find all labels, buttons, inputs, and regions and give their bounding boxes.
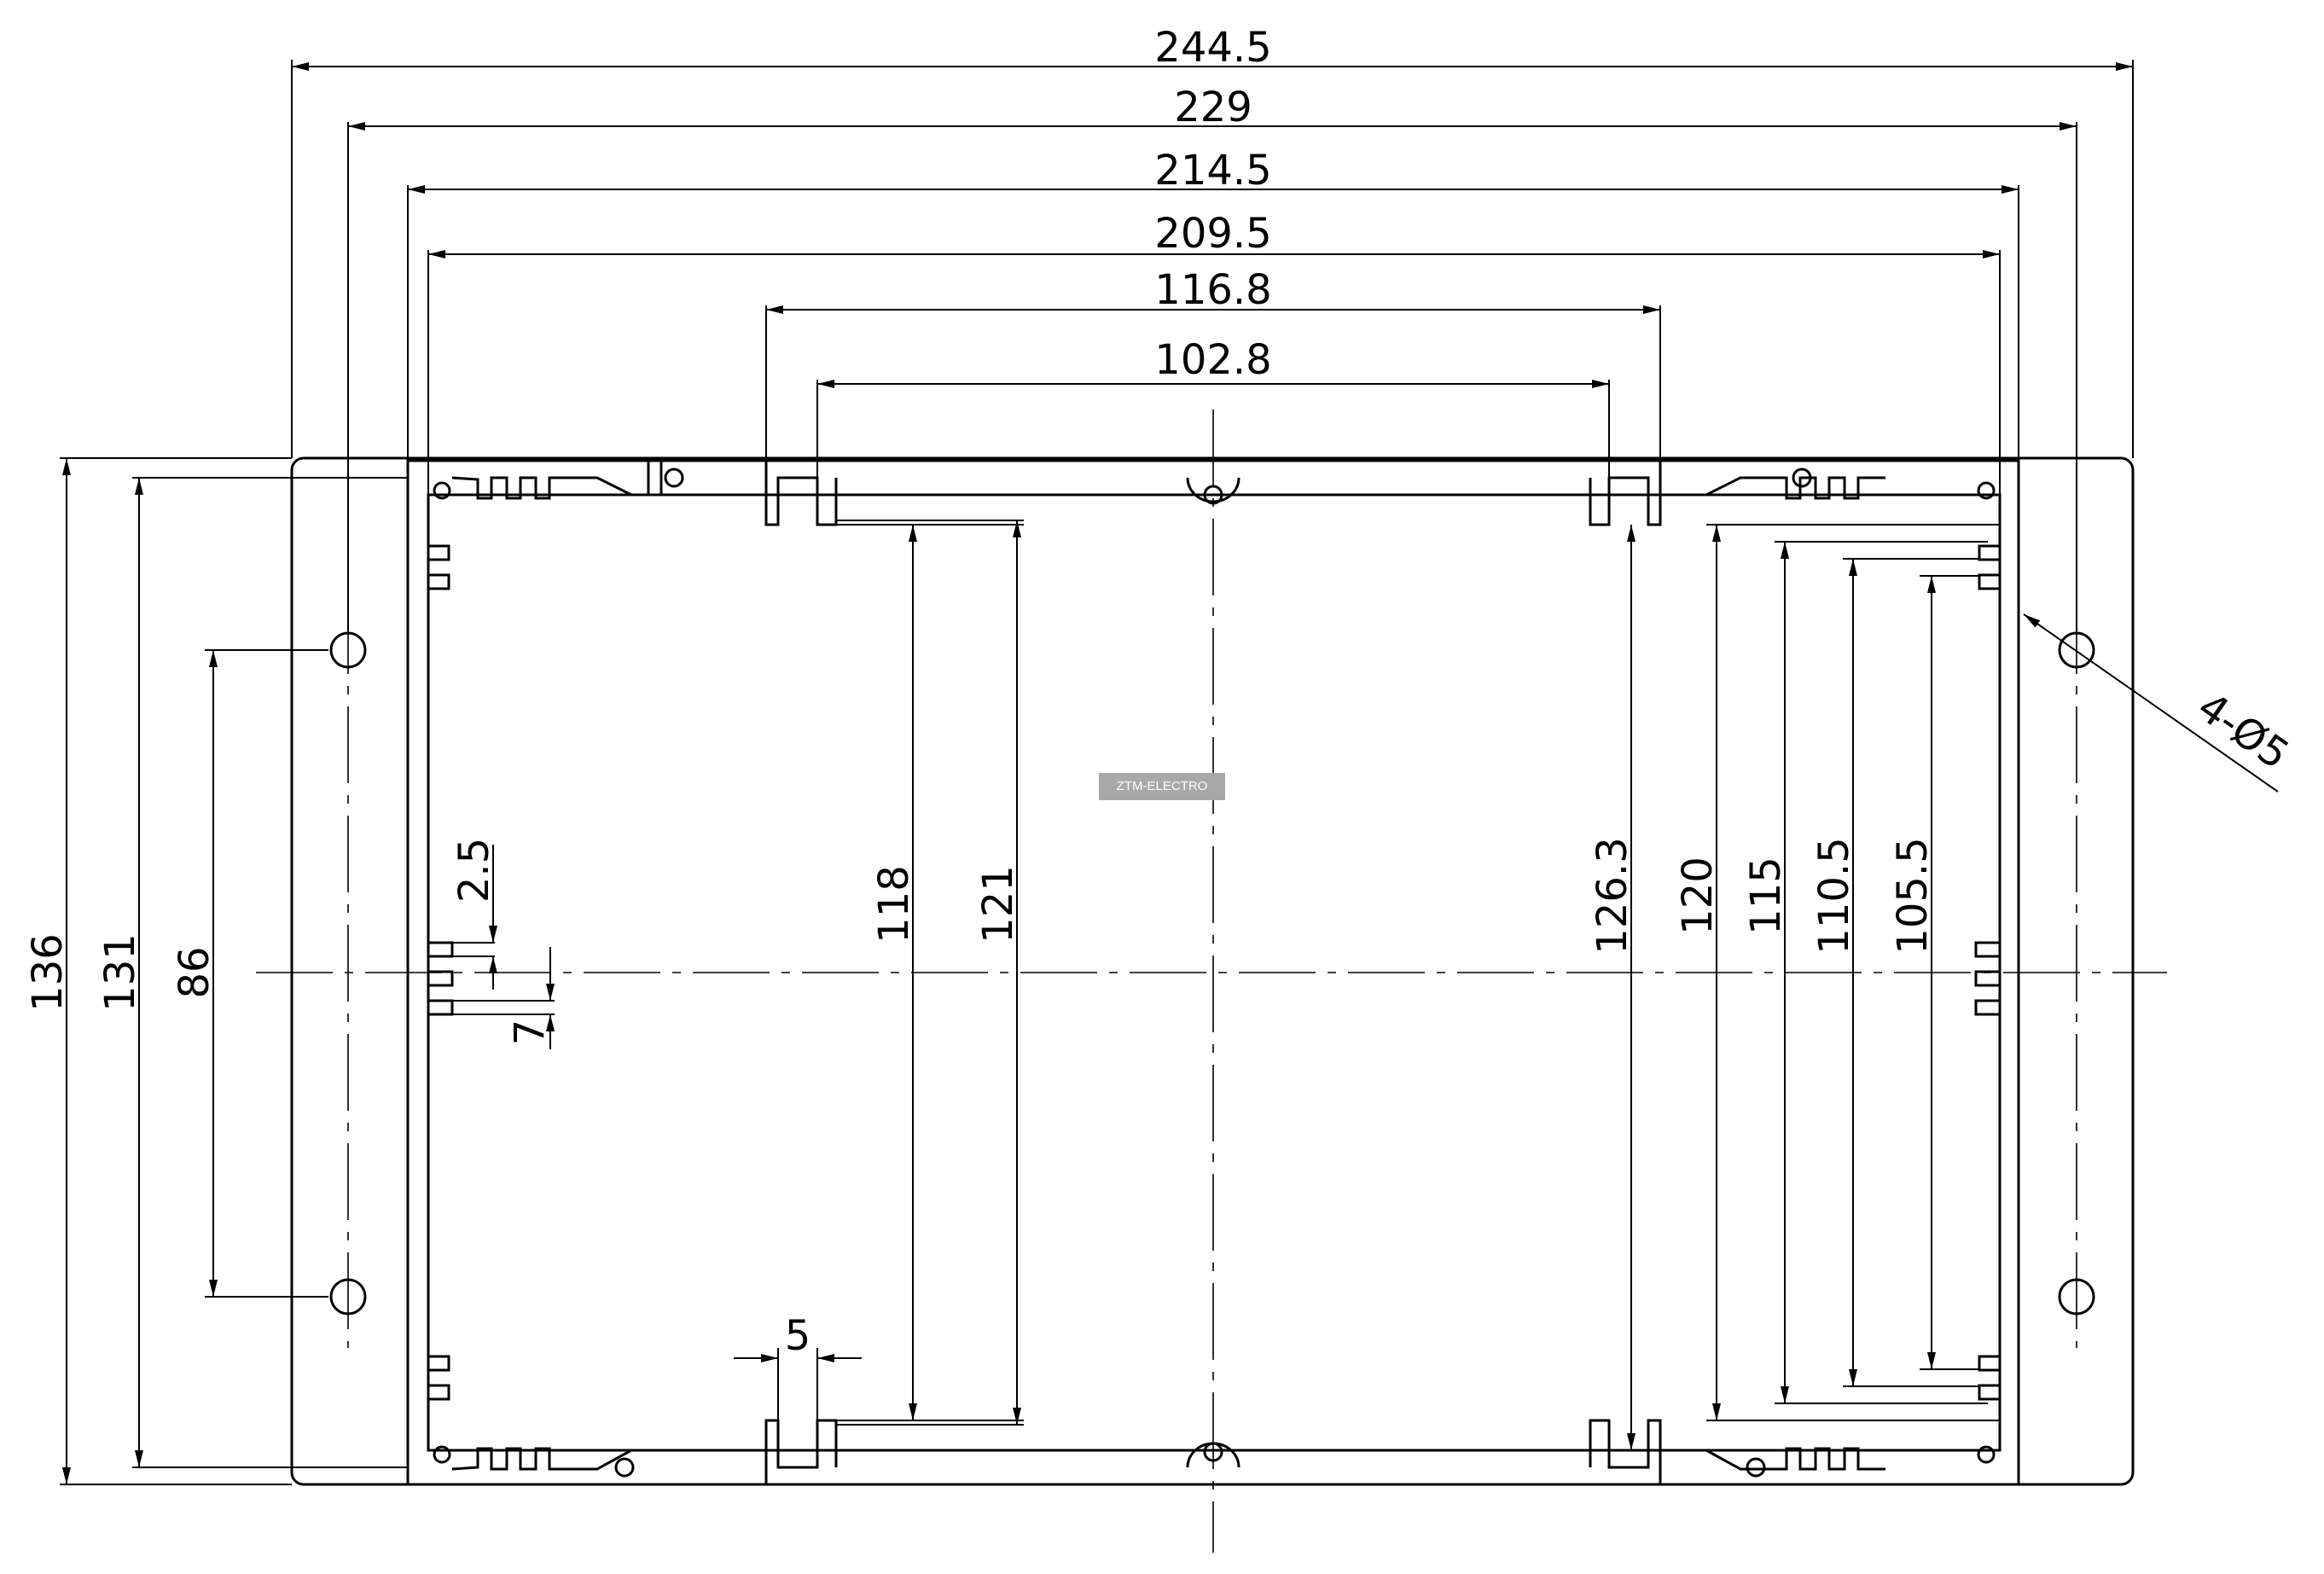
fins-top — [451, 476, 1885, 500]
dim-height-86: 86 — [171, 946, 218, 998]
dim-height-118: 118 — [870, 865, 918, 944]
horizontal-dimensions: 244.5 229 214.5 209.5 116.8 102.8 — [291, 24, 2134, 631]
inner-vertical-dimensions: 118 121 126.3 120 115 110.5 105.5 — [836, 520, 2000, 1450]
board-slots — [764, 461, 1662, 1484]
dim-height-120: 120 — [1674, 857, 1722, 935]
fins-bottom — [451, 1447, 1885, 1471]
dim-height-131: 131 — [96, 933, 144, 1012]
dim-height-115: 115 — [1742, 857, 1790, 935]
dim-height-121: 121 — [974, 865, 1022, 944]
dim-width-209-5: 209.5 — [1154, 210, 1271, 258]
mounting-holes — [329, 631, 2095, 1316]
dim-width-229: 229 — [1174, 84, 1252, 131]
dim-groove-depth: 2.5 — [450, 838, 498, 903]
left-vertical-dimensions: 136 131 86 — [24, 457, 408, 1485]
small-dimensions: 2.5 7 5 — [450, 838, 862, 1420]
dim-height-105-5: 105.5 — [1889, 837, 1937, 954]
dim-height-136: 136 — [24, 933, 72, 1012]
dim-width-244-5: 244.5 — [1154, 24, 1271, 72]
flange-plate-outline — [290, 456, 2135, 1486]
screw-bosses — [433, 461, 1996, 1478]
fins-right — [1974, 544, 2000, 1401]
hole-callout: 4-Ø5 — [2023, 613, 2298, 793]
watermark-label: ZTM-ELECTRO — [1099, 773, 1225, 800]
dim-groove-pitch: 7 — [506, 1019, 554, 1046]
dim-width-116-8: 116.8 — [1154, 266, 1271, 314]
hole-callout-label: 4-Ø5 — [2189, 683, 2298, 780]
dim-slot-width: 5 — [785, 1312, 811, 1360]
dim-height-126-3: 126.3 — [1589, 837, 1636, 954]
fins-left — [428, 544, 454, 1401]
dim-height-110-5: 110.5 — [1810, 837, 1858, 954]
dim-width-102-8: 102.8 — [1154, 336, 1271, 384]
dim-width-214-5: 214.5 — [1154, 147, 1271, 195]
center-lines — [256, 409, 2167, 1553]
